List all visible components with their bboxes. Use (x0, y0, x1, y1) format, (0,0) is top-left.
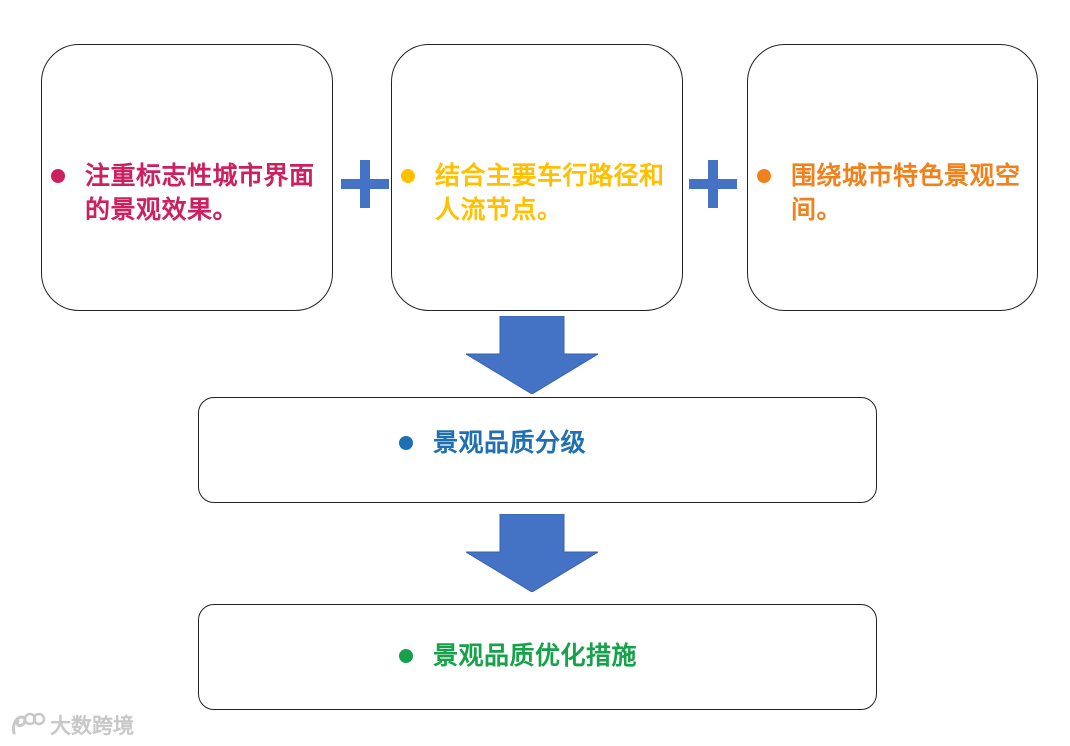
measure-item: 景观品质优化措施 (399, 639, 637, 673)
down-arrow-icon (466, 316, 598, 394)
factor-text-landmark: 注重标志性城市界面的景观效果。 (85, 161, 315, 224)
plus-icon (341, 160, 389, 208)
bullet-icon (399, 649, 413, 663)
factor-item-landmark: 注重标志性城市界面的景观效果。 (51, 159, 323, 227)
grade-text: 景观品质分级 (433, 428, 587, 457)
grade-box: 景观品质分级 (198, 397, 877, 503)
bullet-icon (51, 169, 65, 183)
factor-text-traffic: 结合主要车行路径和人流节点。 (435, 161, 665, 224)
logo-icon (12, 712, 46, 735)
watermark-text: 大数跨境 (50, 714, 134, 738)
measure-text: 景观品质优化措施 (433, 641, 638, 670)
down-arrow-icon (466, 514, 598, 592)
factor-box-landmark: 注重标志性城市界面的景观效果。 (41, 44, 333, 311)
bullet-icon (757, 169, 771, 183)
factor-box-feature-space: 围绕城市特色景观空间。 (747, 44, 1038, 311)
factor-item-feature-space: 围绕城市特色景观空间。 (757, 159, 1029, 227)
watermark: 大数跨境 (10, 710, 134, 740)
bullet-icon (401, 169, 415, 183)
factor-item-traffic: 结合主要车行路径和人流节点。 (401, 159, 673, 227)
bullet-icon (399, 436, 413, 450)
plus-icon (689, 160, 737, 208)
measure-box: 景观品质优化措施 (198, 604, 877, 710)
grade-item: 景观品质分级 (399, 426, 586, 460)
factor-box-traffic: 结合主要车行路径和人流节点。 (391, 44, 683, 311)
factor-text-feature-space: 围绕城市特色景观空间。 (791, 161, 1021, 224)
